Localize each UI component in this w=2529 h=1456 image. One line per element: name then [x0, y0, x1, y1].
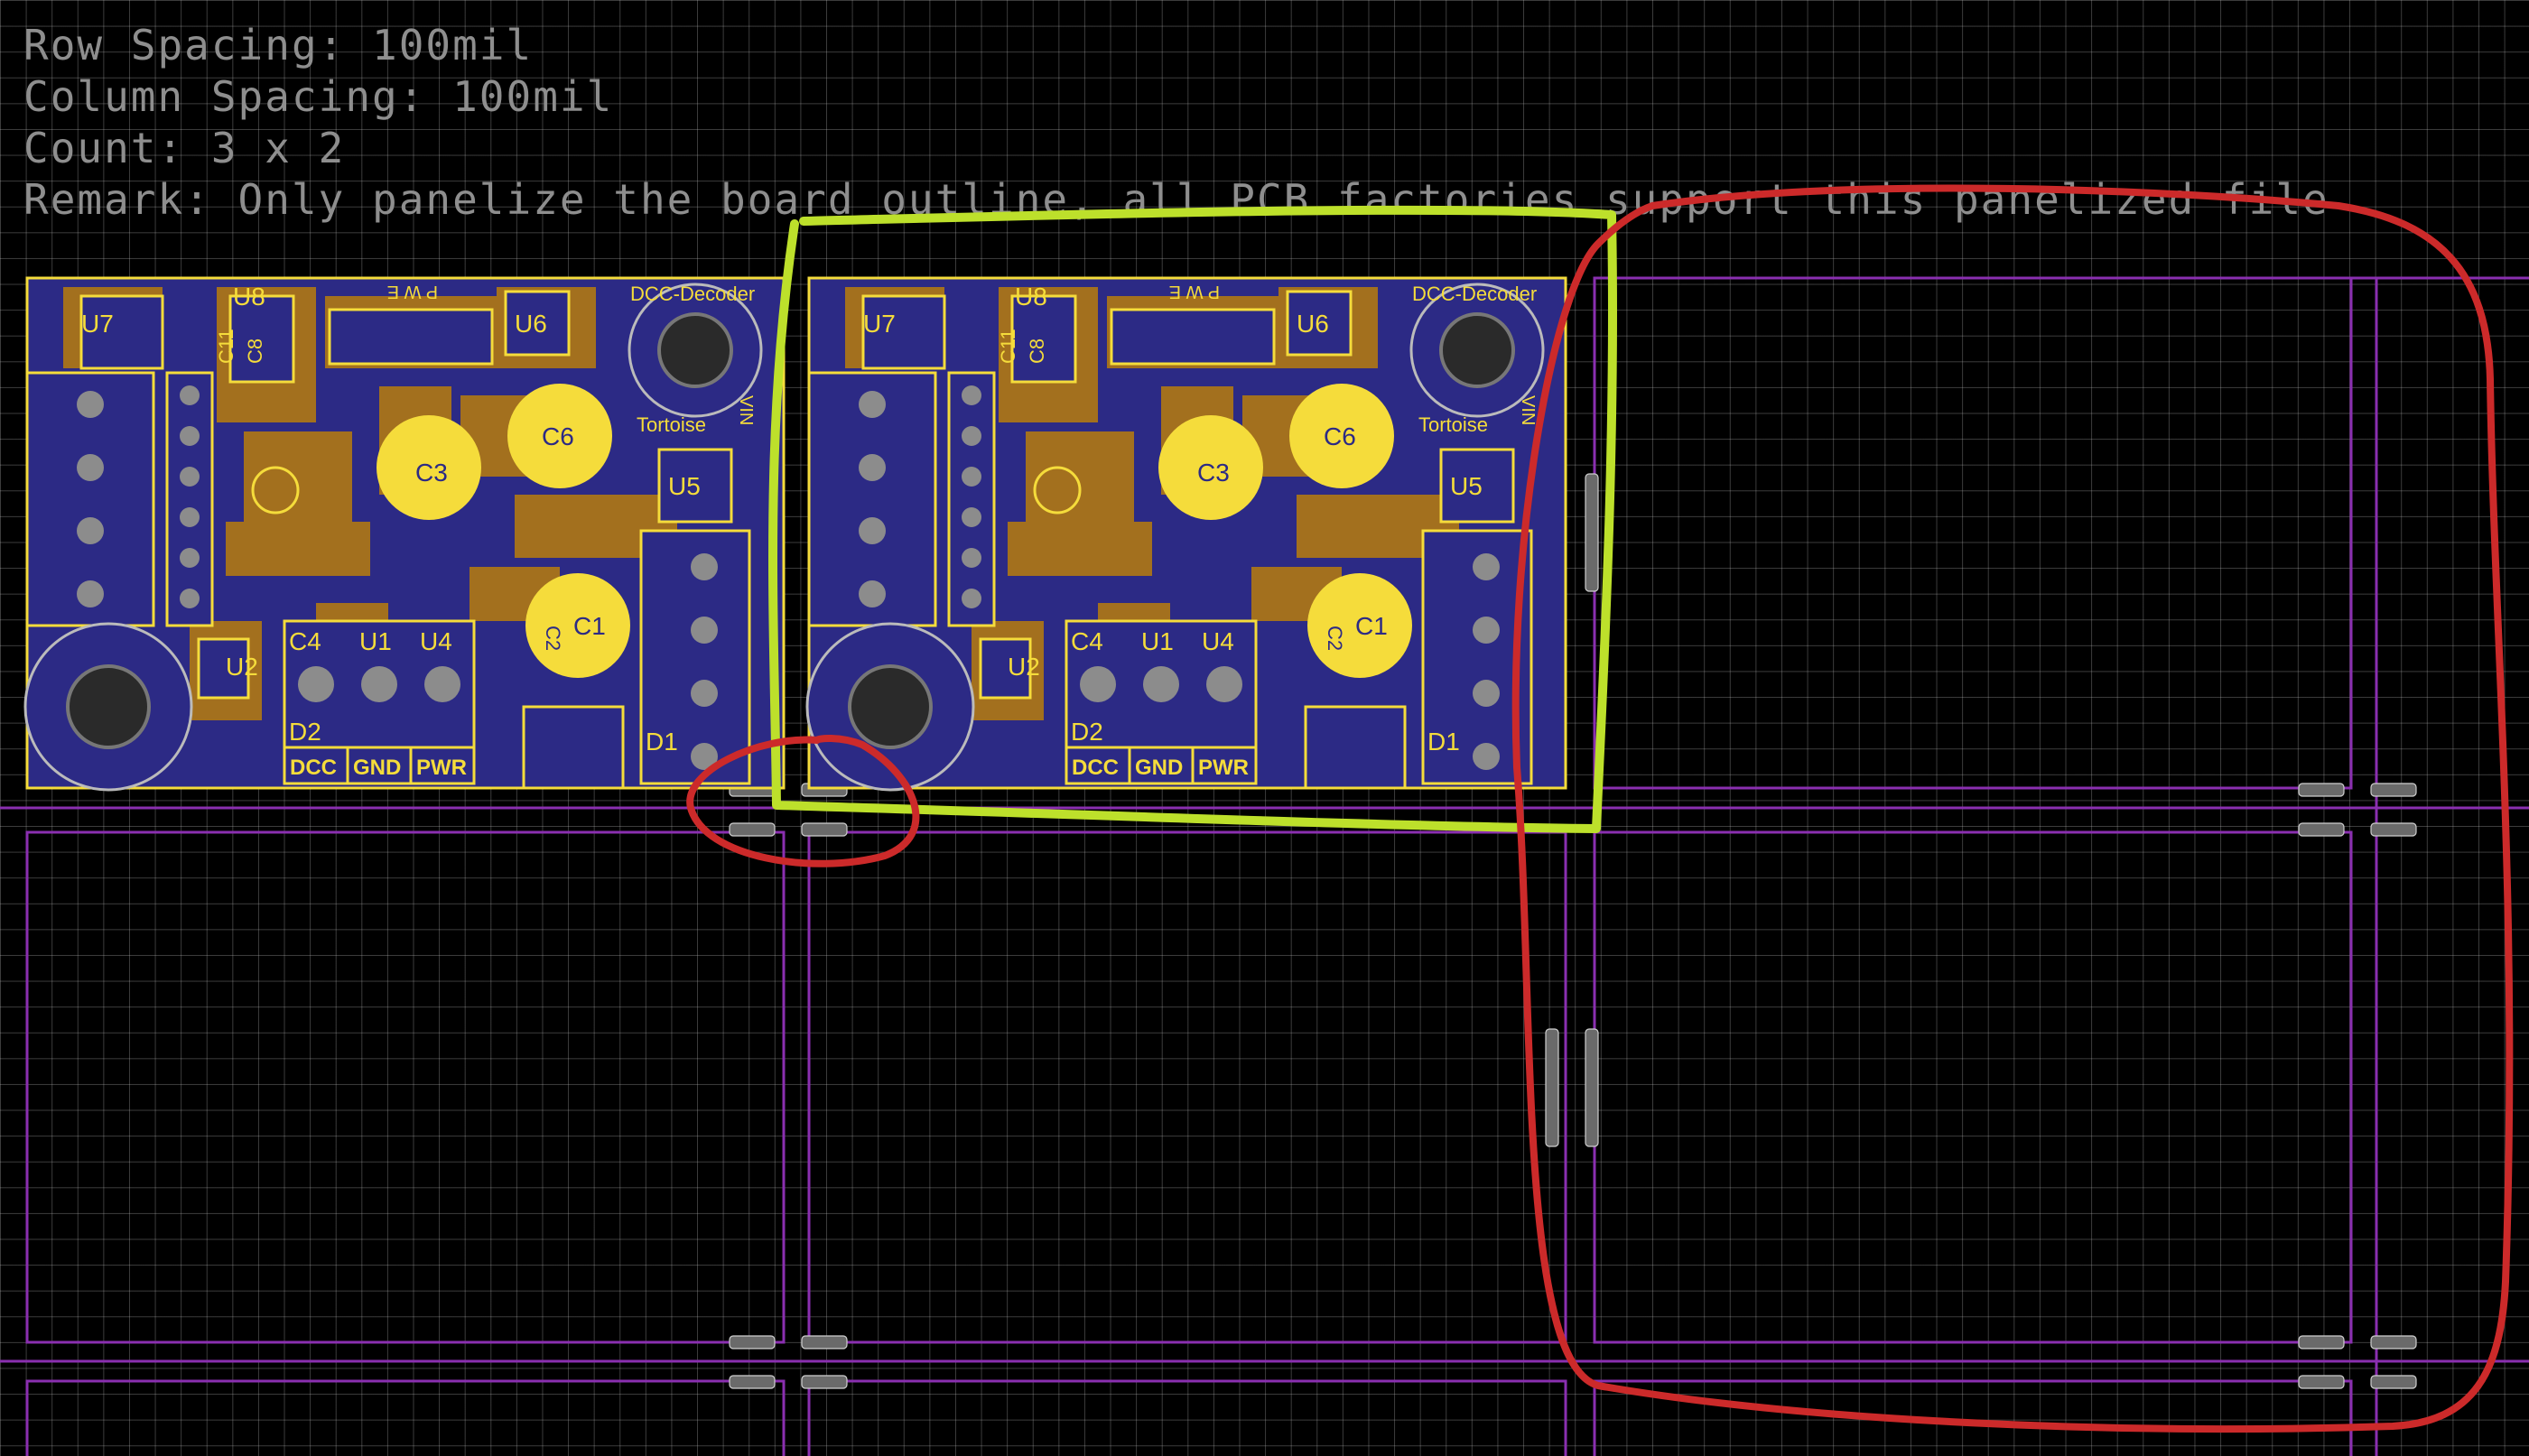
- board-2-ref-vin: VIN: [1518, 395, 1538, 425]
- board-1-ref-u4: U4: [420, 627, 452, 655]
- board-1-ref-c1: C1: [573, 612, 606, 640]
- board-1-terminal-dcc: DCC: [290, 756, 337, 780]
- board-2-ref-d1: D1: [1427, 728, 1460, 756]
- board-2-ref-u2: U2: [1008, 653, 1040, 681]
- board-1-ref-u5: U5: [668, 472, 701, 500]
- board-1-ref-c8: C8: [244, 338, 266, 364]
- board-1-title: DCC-Decoder: [630, 283, 755, 305]
- board-1-ref-d1: D1: [646, 728, 678, 756]
- board-2-ref-c11: C11: [997, 329, 1019, 364]
- red-loop-stroke: [1511, 184, 2514, 1433]
- board-2-terminal-pwr: PWR: [1198, 756, 1249, 780]
- board-1-subtitle: Tortoise: [637, 413, 706, 436]
- board-2-ref-c1: C1: [1355, 612, 1388, 640]
- row-spacing-text: Row Spacing: 100mil: [23, 21, 534, 70]
- board-1-ref-c6: C6: [542, 422, 574, 450]
- board-1-terminal-pwr: PWR: [416, 756, 467, 780]
- board-1-ref-c4: C4: [289, 627, 321, 655]
- board-2-ref-c4: C4: [1071, 627, 1103, 655]
- board-2-ref-u4: U4: [1202, 627, 1234, 655]
- count-text: Count: 3 x 2: [23, 124, 346, 172]
- board-1-ref-c2: C2: [542, 626, 564, 651]
- board-1-ref-u8: U8: [233, 283, 265, 311]
- board-2-ref-c6: C6: [1324, 422, 1356, 450]
- red-circle-tab-stroke: [686, 735, 920, 867]
- board-1-ref-u7: U7: [81, 310, 114, 338]
- board-2-ref-u7: U7: [863, 310, 896, 338]
- board-2-terminal-dcc: DCC: [1072, 756, 1119, 780]
- board-1-ref-c3: C3: [415, 459, 448, 487]
- board-2-ref-pwe: P W E: [1169, 282, 1220, 301]
- board-2-ref-c2: C2: [1324, 626, 1346, 651]
- board-2-ref-u8: U8: [1015, 283, 1047, 311]
- column-spacing-text: Column Spacing: 100mil: [23, 72, 614, 121]
- board-1-ref-u1: U1: [359, 627, 392, 655]
- board-1-ref-u2: U2: [226, 653, 258, 681]
- board-2-ref-c3: C3: [1197, 459, 1230, 487]
- board-1-terminal-gnd: GND: [353, 756, 401, 780]
- board-2-ref-d2: D2: [1071, 718, 1103, 746]
- board-1-ref-pwe: P W E: [387, 282, 438, 301]
- board-1-ref-d2: D2: [289, 718, 321, 746]
- board-2-ref-c8: C8: [1026, 338, 1048, 364]
- board-2-ref-u6: U6: [1297, 310, 1329, 338]
- board-1-ref-u6: U6: [515, 310, 547, 338]
- board-1-ref-vin: VIN: [736, 395, 756, 425]
- board-2-terminal-gnd: GND: [1135, 756, 1183, 780]
- board-1-ref-c11: C11: [215, 329, 237, 364]
- board-2-title: DCC-Decoder: [1412, 283, 1537, 305]
- board-2-subtitle: Tortoise: [1418, 413, 1488, 436]
- board-2-ref-u5: U5: [1450, 472, 1483, 500]
- board-2-ref-u1: U1: [1141, 627, 1174, 655]
- green-highlight-stroke: [768, 205, 1617, 833]
